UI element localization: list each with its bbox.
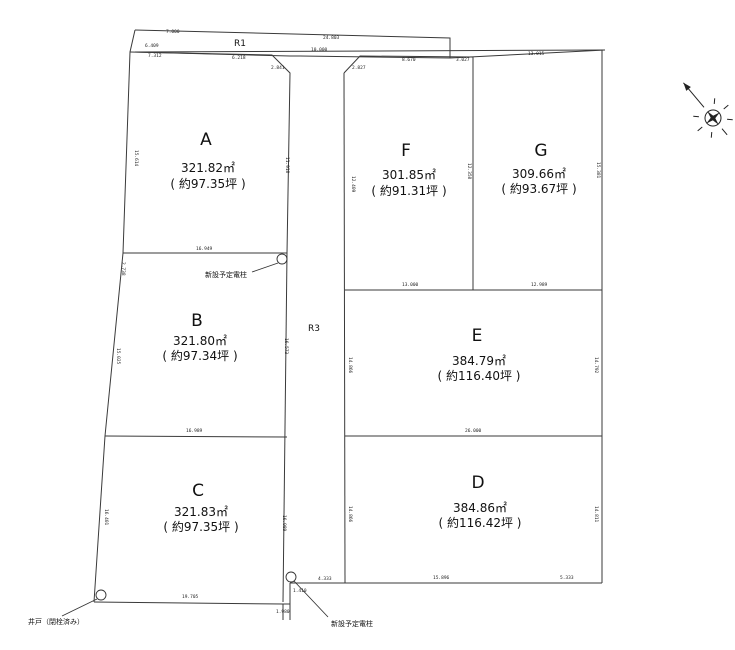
well-leader — [61, 598, 98, 617]
dim-d-bottom-1: 4.333 — [318, 577, 332, 582]
lot-f-label: F — [401, 141, 411, 161]
dim-b-right: 16.573 — [283, 338, 288, 355]
utility-pole-upper-note: 新設予定電柱 — [205, 271, 247, 279]
lot-b-tsubo: ( 約97.34坪 ) — [162, 349, 238, 363]
lot-g-label: G — [534, 141, 548, 161]
dim-e-right: 14.792 — [593, 357, 598, 374]
dim-g-right: 15.381 — [595, 162, 600, 179]
utility-pole-upper-leader — [251, 262, 279, 273]
dim-b-left: 15.025 — [115, 348, 120, 365]
dim-r1-6: 13.015 — [528, 52, 545, 57]
utility-pole-lower-symbol — [285, 571, 297, 583]
lot-d-tsubo: ( 約116.42坪 ) — [438, 516, 522, 530]
compass-icon — [683, 82, 733, 138]
lot-e-tsubo: ( 約116.40坪 ) — [437, 369, 521, 383]
dim-r1-2: 6.218 — [232, 56, 246, 61]
lot-e-label: E — [471, 326, 483, 346]
dim-cut-2: 2.827 — [352, 66, 366, 71]
lot-d-area: 384.86㎡ — [453, 501, 507, 515]
road-r1-boundary — [134, 29, 451, 59]
lot-f-west-edge — [343, 55, 474, 74]
road-r1-inner-line — [134, 49, 606, 53]
dim-d-left: 14.866 — [347, 506, 352, 523]
dim-d-right: 14.811 — [593, 506, 598, 523]
utility-pole-upper-symbol — [276, 253, 288, 265]
west-boundary — [93, 29, 136, 603]
dim-f-right: 12.358 — [466, 163, 471, 180]
lot-a-boundary — [123, 51, 291, 254]
lot-c-area: 321.83㎡ — [174, 505, 228, 519]
dim-top-1: 7.000 — [166, 30, 180, 35]
dim-d-bottom-3: 5.333 — [560, 576, 574, 581]
dim-top-2: 24.803 — [323, 36, 340, 41]
lot-d-label: D — [471, 473, 485, 493]
lot-g-tsubo: ( 約93.67坪 ) — [501, 182, 577, 196]
road-r1-label: R1 — [234, 39, 246, 49]
dim-r1-3: 10.000 — [311, 48, 328, 53]
dim-bot-2: 1.980 — [276, 610, 290, 615]
lot-c-bottom — [93, 601, 284, 605]
dim-e-left: 14.866 — [347, 357, 352, 374]
lot-b-area: 321.80㎡ — [173, 334, 227, 348]
lot-f-tsubo: ( 約91.31坪 ) — [371, 184, 447, 198]
lot-c-label: C — [192, 481, 204, 501]
dim-g-bottom: 12.989 — [531, 283, 548, 288]
utility-pole-lower-note: 新設予定電柱 — [331, 620, 373, 628]
dim-c-left: 16.401 — [103, 509, 108, 526]
dim-e-bottom: 26.000 — [465, 429, 482, 434]
lot-a-tsubo: ( 約97.35坪 ) — [170, 177, 246, 191]
lot-g-area: 309.66㎡ — [512, 167, 566, 181]
dim-a-left: 15.614 — [133, 150, 138, 167]
lot-abc-east-edge — [282, 252, 288, 603]
dim-d-bottom-2: 15.896 — [433, 576, 450, 581]
road-r1-east-line — [449, 49, 606, 59]
dim-f-bottom: 13.000 — [402, 283, 419, 288]
lots-def-west-edge — [343, 72, 346, 584]
dim-bot-1: 1.410 — [293, 589, 307, 594]
lot-a-area: 321.82㎡ — [181, 161, 235, 175]
road-r3-label: R3 — [308, 324, 320, 334]
well-note: 井戸（閉栓済み） — [28, 618, 84, 626]
dim-side-1: 2.738 — [120, 262, 125, 276]
dim-a-right: 11.918 — [284, 157, 289, 174]
dim-cut-1: 2.841 — [271, 66, 285, 71]
dim-f-left: 12.409 — [350, 176, 355, 193]
lot-c-tsubo: ( 約97.35坪 ) — [163, 520, 239, 534]
well-symbol — [95, 589, 107, 601]
lot-b-label: B — [191, 311, 203, 331]
lot-a-label: A — [200, 130, 212, 150]
dim-r1-4: 8.670 — [402, 58, 416, 63]
dim-r1-5: 3.027 — [456, 58, 470, 63]
dim-c-right: 16.989 — [281, 515, 286, 532]
utility-pole-lower-leader — [293, 580, 329, 618]
dim-a-bottom: 16.949 — [196, 247, 213, 252]
lot-e-area: 384.79㎡ — [452, 354, 506, 368]
lot-b-bottom — [104, 435, 288, 438]
dim-top-3: 6.409 — [145, 44, 159, 49]
lot-f-area: 301.85㎡ — [382, 168, 436, 182]
dim-b-bottom: 16.989 — [186, 429, 203, 434]
dim-r1-1: 7.312 — [148, 54, 162, 59]
dim-c-bottom: 19.705 — [182, 595, 199, 600]
